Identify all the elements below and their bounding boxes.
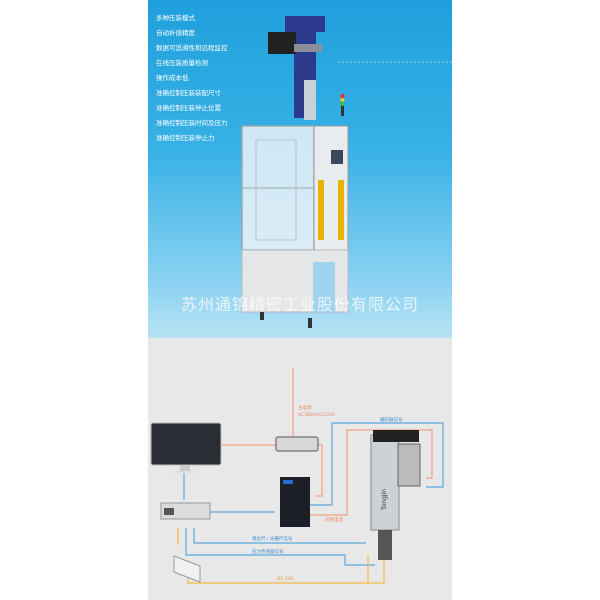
feature-item: 准确控制压装时间及压力 (156, 119, 228, 127)
feature-item: 操作成本低 (156, 74, 189, 82)
feature-item: 自动补偿精度 (156, 29, 195, 37)
wiring-diagram: Tongjin 主电源 AC380V/AC220V 编码器信号 伺服电源 限位尺… (148, 338, 452, 600)
power-to-servo-line (315, 444, 323, 497)
dc-power-supply-icon (173, 555, 201, 583)
monitor-icon (150, 422, 222, 473)
company-name: 苏州通锦精密工业股份有限公司 (180, 295, 419, 314)
plc-icon (160, 502, 211, 520)
feature-item: 准确控制压装停止位置 (156, 104, 221, 112)
limit-signal-line (193, 528, 366, 544)
dc24-label: DC 24V (277, 576, 295, 582)
product-banner: 多种压装模式 自动补偿精度 数据可追溯性和远程监控 在线压装质量检测 操作成本低… (148, 0, 452, 338)
feature-item: 准确控制压装停止力 (156, 134, 215, 142)
servo-press-actuator-icon: Tongjin (370, 430, 421, 560)
feature-item: 准确控制压装装配尺寸 (156, 89, 221, 97)
limit-signal-label: 限位尺 / 光栅尺信号 (252, 535, 293, 542)
feature-item: 在线压装质量检测 (156, 59, 208, 67)
dc24-main-line (187, 545, 385, 584)
power-supply-icon (275, 436, 319, 452)
feature-item: 数据可追溯性和远程监控 (156, 44, 228, 52)
pressure-signal-line (185, 528, 375, 566)
encoder-signal-label: 编码器信号 (380, 416, 403, 423)
servo-driver-icon (280, 477, 310, 527)
main-power-voltage-label: AC380V/AC220V (298, 412, 336, 418)
servo-power-label: 伺服电源 (325, 516, 343, 523)
press-machine-image (241, 16, 452, 328)
main-power-label: 主电源 (298, 404, 312, 411)
feature-item: 多种压装模式 (156, 14, 195, 22)
pressure-signal-label: 压力传感器信号 (252, 548, 284, 555)
encoder-signal-line (310, 422, 444, 506)
actuator-brand-label: Tongjin (381, 489, 388, 511)
